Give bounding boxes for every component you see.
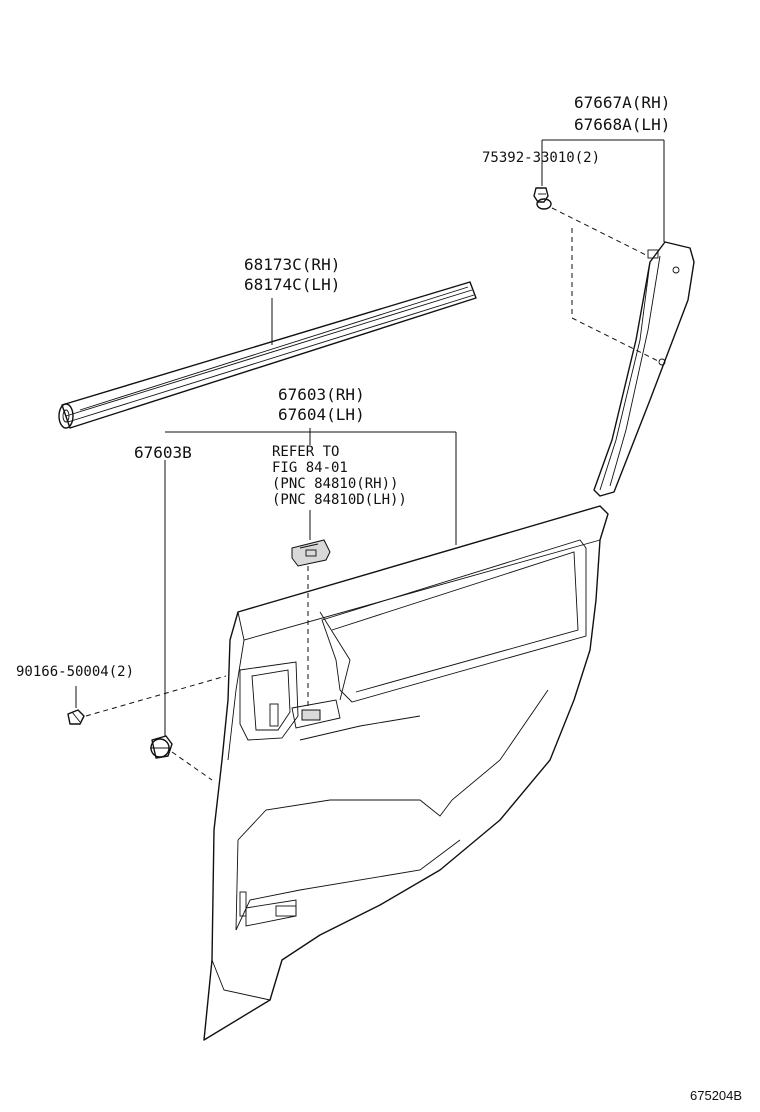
label-refer-line4: (PNC 84810D(LH)): [272, 492, 407, 508]
garnish-clip-dashed-guides: [551, 207, 661, 363]
label-screw-90166: 90166-50004(2): [16, 664, 134, 680]
label-clip-67603b: 67603B: [134, 443, 192, 462]
label-refer-line3: (PNC 84810(RH)): [272, 476, 398, 492]
label-refer-line2: FIG 84-01: [272, 460, 348, 476]
label-garnish-rh: 67667A(RH): [574, 93, 670, 112]
panel-bracket-leader: [165, 428, 457, 545]
label-clip-75392: 75392-33010(2): [482, 150, 600, 166]
clip-67603b-icon: [150, 735, 173, 759]
clip-67603b-dashed-guide: [171, 751, 213, 781]
door-trim-panel: [203, 505, 609, 1041]
label-weatherstrip-lh: 68174C(LH): [244, 275, 340, 294]
clip-75392-icon: [533, 187, 552, 210]
screw-90166-icon: [67, 709, 85, 725]
window-weatherstrip: [58, 281, 477, 429]
label-garnish-lh: 67668A(LH): [574, 115, 670, 134]
figure-id: 675204B: [690, 1088, 742, 1103]
label-panel-lh: 67604(LH): [278, 405, 365, 424]
upper-garnish: [593, 241, 695, 497]
label-panel-rh: 67603(RH): [278, 385, 365, 404]
label-refer-line1: REFER TO: [272, 444, 339, 460]
power-window-switch-icon: [291, 539, 331, 567]
label-weatherstrip-rh: 68173C(RH): [244, 255, 340, 274]
screw-dashed-guide: [85, 675, 227, 717]
